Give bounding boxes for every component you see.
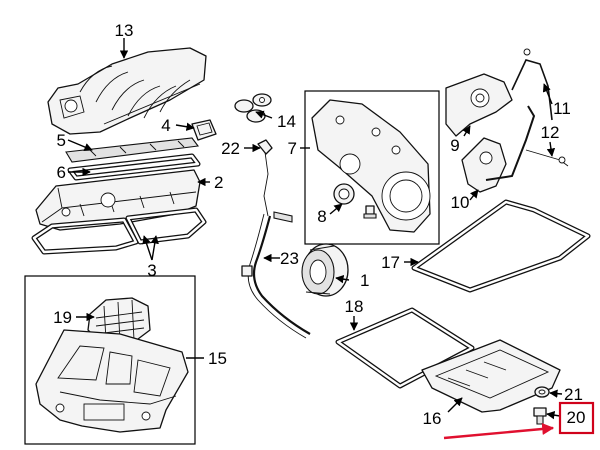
leader-lines (67, 38, 563, 420)
drain-washer (534, 386, 550, 398)
callout-3: 3 (147, 261, 156, 280)
intake-seal (191, 119, 217, 141)
valve-cover-gaskets (31, 207, 207, 255)
callout-20: 20 (567, 408, 586, 427)
callout-11: 11 (553, 99, 571, 118)
callout-8: 8 (317, 207, 326, 226)
timing-guide-upper (445, 73, 513, 137)
crankshaft-seal (333, 183, 355, 205)
callout-12: 12 (541, 123, 560, 142)
callout-labels: 13 5 6 4 2 3 14 22 7 8 23 1 9 10 11 12 1… (53, 21, 585, 428)
timing-cover (311, 99, 431, 233)
callout-15: 15 (208, 349, 227, 368)
callout-4: 4 (161, 116, 170, 135)
dipstick (257, 139, 293, 223)
timing-guide-lower (461, 137, 507, 193)
callout-19: 19 (53, 308, 72, 327)
dipstick-tube (241, 213, 311, 339)
callout-2: 2 (214, 173, 223, 192)
callout-16: 16 (423, 409, 442, 428)
intake-manifold (47, 47, 207, 135)
valve-cover-caps (234, 93, 272, 123)
drain-plug (533, 407, 547, 425)
callout-7: 7 (288, 139, 297, 158)
oil-pan-gasket (411, 199, 591, 293)
highlight-arrow (443, 423, 555, 440)
callout-13: 13 (115, 21, 134, 40)
callout-14: 14 (277, 112, 296, 131)
crankshaft-pulley (301, 243, 349, 297)
callout-1: 1 (360, 271, 369, 290)
upper-oil-pan (35, 329, 189, 433)
callout-10: 10 (451, 193, 470, 212)
callout-21: 21 (564, 385, 583, 404)
lower-pan-gasket (335, 307, 475, 389)
callout-17: 17 (381, 253, 400, 272)
callout-5: 5 (57, 131, 66, 150)
tensioner-arm (485, 105, 569, 181)
callout-18: 18 (345, 297, 364, 316)
callout-22: 22 (221, 139, 240, 158)
callout-9: 9 (450, 136, 459, 155)
timing-cover-frame (304, 90, 440, 245)
oil-pan-group-frame (24, 275, 196, 445)
callout-20-highlight-box (558, 401, 595, 435)
callout-6: 6 (57, 163, 66, 182)
chain-guide-rail (511, 48, 553, 121)
lower-oil-pan (421, 339, 561, 413)
valve-cover-gasket-upper (67, 153, 201, 181)
callout-23: 23 (280, 249, 299, 268)
small-plug (363, 205, 377, 219)
manifold-gasket (65, 137, 200, 163)
